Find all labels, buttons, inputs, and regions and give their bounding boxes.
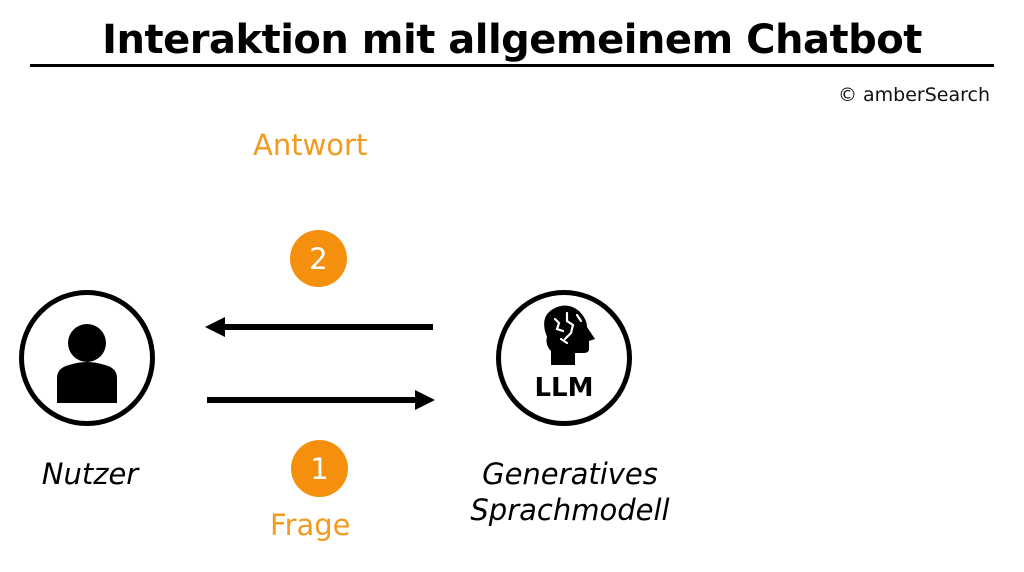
step-badge-2: 2 [290,230,347,287]
question-arrow-right [207,390,435,410]
answer-arrow-left [205,317,433,337]
answer-label: Antwort [253,128,368,162]
user-node [19,290,155,426]
question-label: Frage [270,508,351,542]
brain-head-icon [544,305,595,365]
model-label-line2: Sprachmodell [470,493,670,527]
page-title: Interaktion mit allgemeinem Chatbot [102,17,922,63]
model-label-line1: Generatives [482,457,658,491]
model-node: LLM [496,290,632,426]
copyright-notice: © amberSearch [837,84,990,106]
model-label: Generatives Sprachmodell [440,456,700,528]
title-underline [30,64,994,67]
step-badge-1: 1 [291,440,348,497]
user-icon [57,324,117,403]
llm-badge-text: LLM [534,373,594,403]
user-label: Nutzer [41,457,139,491]
